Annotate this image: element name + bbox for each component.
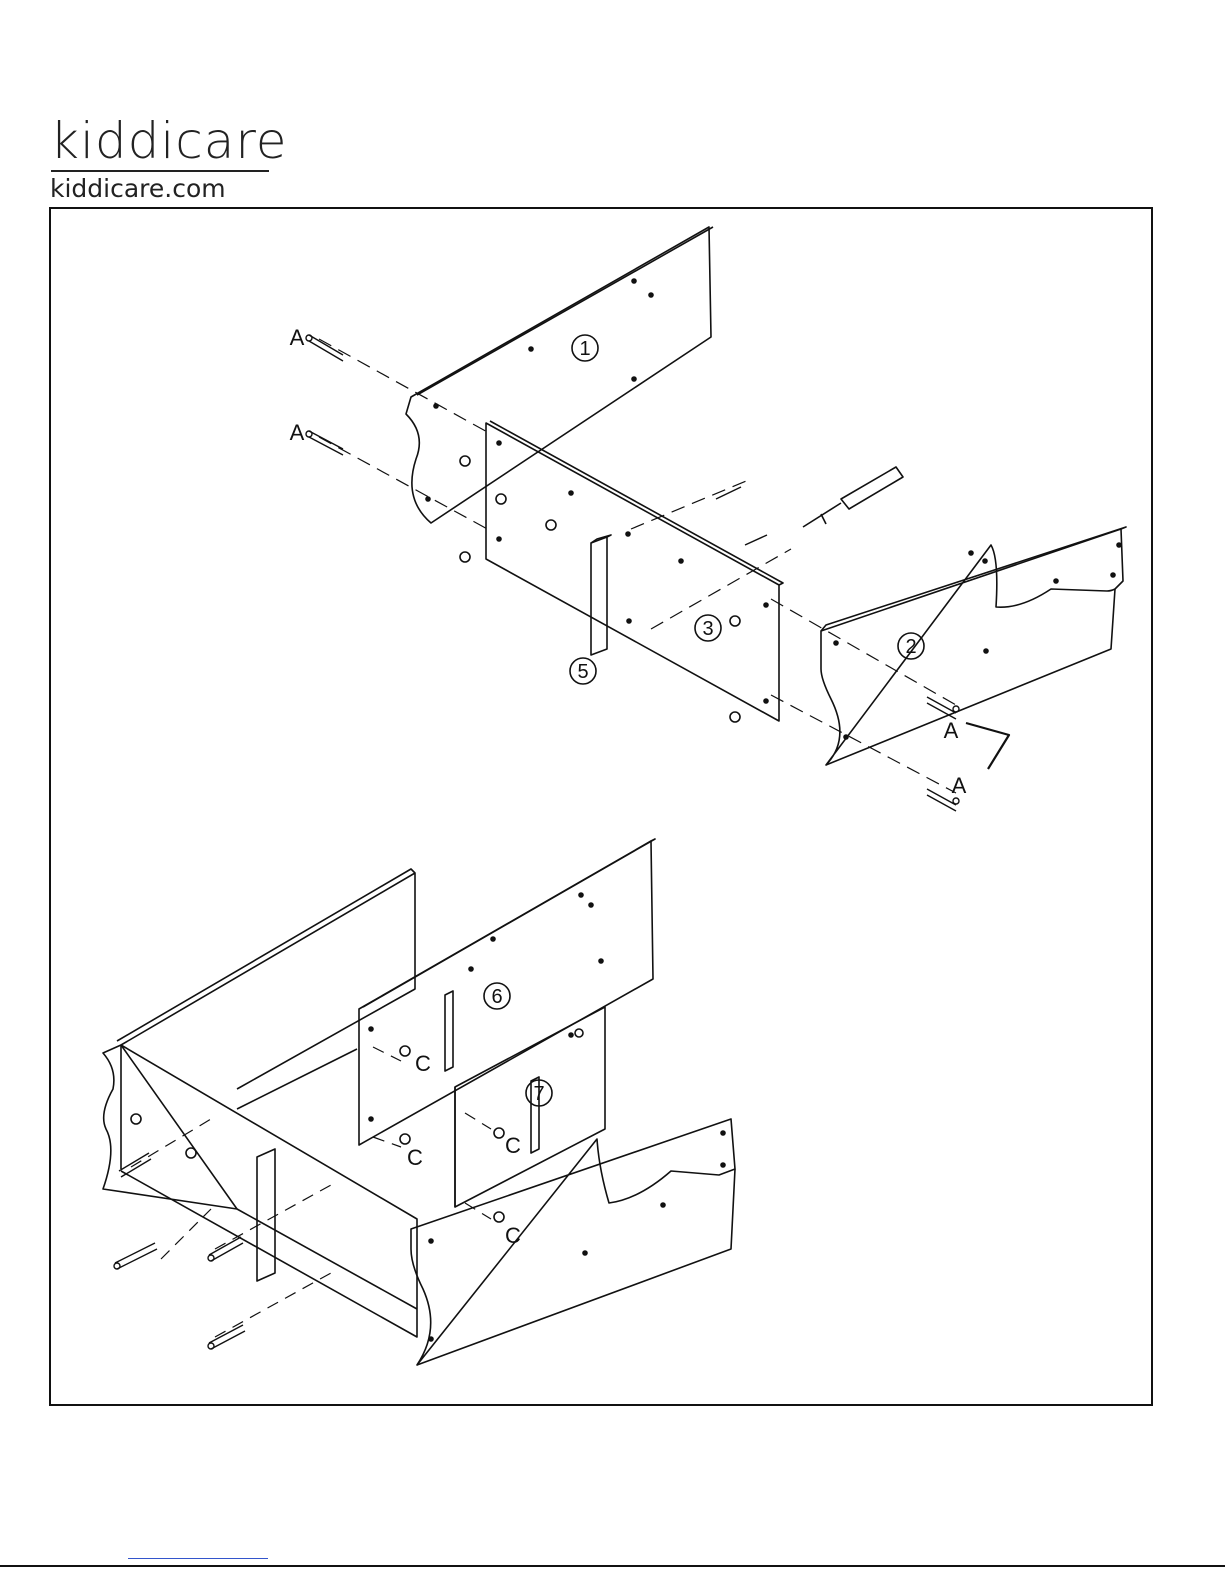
part-5-slat — [591, 535, 611, 655]
label-hardware-a-1: A — [290, 325, 305, 350]
label-hardware-c-1: C — [415, 1051, 431, 1076]
slat-6 — [445, 991, 453, 1071]
callout-part-3: 3 — [702, 618, 713, 640]
part-7 — [455, 1007, 605, 1207]
logo-underline — [51, 170, 269, 172]
allen-key-icon — [966, 723, 1009, 769]
panel-2 — [821, 527, 1126, 765]
assembled-back-panel — [117, 869, 415, 1089]
label-hardware-c-4: C — [505, 1223, 521, 1248]
part-6 — [359, 839, 655, 1145]
bolts-a — [306, 335, 959, 811]
top-screws — [716, 487, 767, 545]
assembly-diagram: 1 2 3 5 A A A A — [51, 209, 1155, 1408]
label-hardware-a-4: A — [952, 773, 967, 798]
assembled-left-panel — [103, 1045, 237, 1209]
panel-1 — [406, 227, 713, 523]
label-hardware-c-2: C — [407, 1145, 423, 1170]
slat-5-installed — [257, 1149, 275, 1281]
assembly-guides — [319, 339, 956, 793]
callout-part-7: 7 — [533, 1083, 544, 1105]
bolts-bottom — [114, 1153, 245, 1349]
assembled-front-panel — [411, 1119, 735, 1365]
assembled-base-panel — [121, 1045, 417, 1337]
brand-name: kiddicare — [50, 112, 288, 170]
label-hardware-a-2: A — [290, 420, 305, 445]
assembly-guides-bottom — [131, 1047, 491, 1337]
callout-part-2: 2 — [905, 636, 916, 658]
screwdriver-icon — [803, 467, 903, 527]
footer-rule — [0, 1565, 1225, 1567]
instruction-frame: 1 2 3 5 A A A A — [49, 207, 1153, 1406]
label-hardware-c-3: C — [505, 1133, 521, 1158]
callout-part-6: 6 — [491, 986, 502, 1008]
cam-locks-top — [460, 456, 740, 722]
callout-part-1: 1 — [579, 338, 590, 360]
brand-url: kiddicare.com — [50, 174, 226, 203]
panel-3 — [486, 421, 783, 721]
brand-logo: kiddicare kiddicare.com — [50, 112, 290, 202]
top-callouts: 1 2 3 5 A A A A — [290, 325, 967, 798]
label-hardware-a-3: A — [944, 718, 959, 743]
footer-link-underline[interactable] — [128, 1558, 268, 1559]
callout-part-5: 5 — [577, 661, 588, 683]
